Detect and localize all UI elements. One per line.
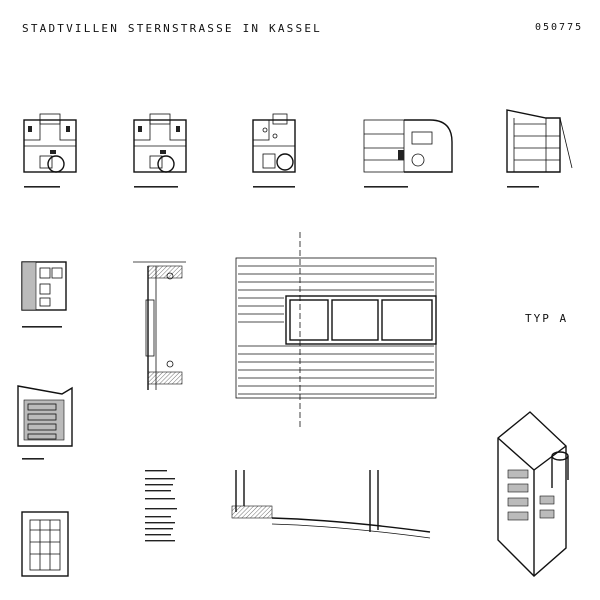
facade-detail [235, 232, 437, 430]
floor-plan-basement [363, 119, 453, 173]
sheet-number: 050775 [535, 22, 584, 33]
plan-detail-bottom [231, 470, 431, 539]
floor-plan-upper [133, 113, 187, 173]
legend-block [145, 470, 177, 542]
axonometric-view [497, 411, 569, 577]
wall-section-detail [133, 261, 186, 390]
section-drawing [506, 109, 573, 173]
perspective-small [17, 385, 73, 460]
floor-plan-ground [23, 113, 77, 173]
sheet-title: STADTVILLEN STERNSTRASSE IN KASSEL [22, 22, 322, 35]
type-label: TYP A [525, 312, 569, 325]
elevation-garden [21, 511, 69, 577]
elevation-street [21, 261, 67, 328]
floor-plan-attic [252, 113, 296, 173]
plan-captions [24, 186, 539, 188]
